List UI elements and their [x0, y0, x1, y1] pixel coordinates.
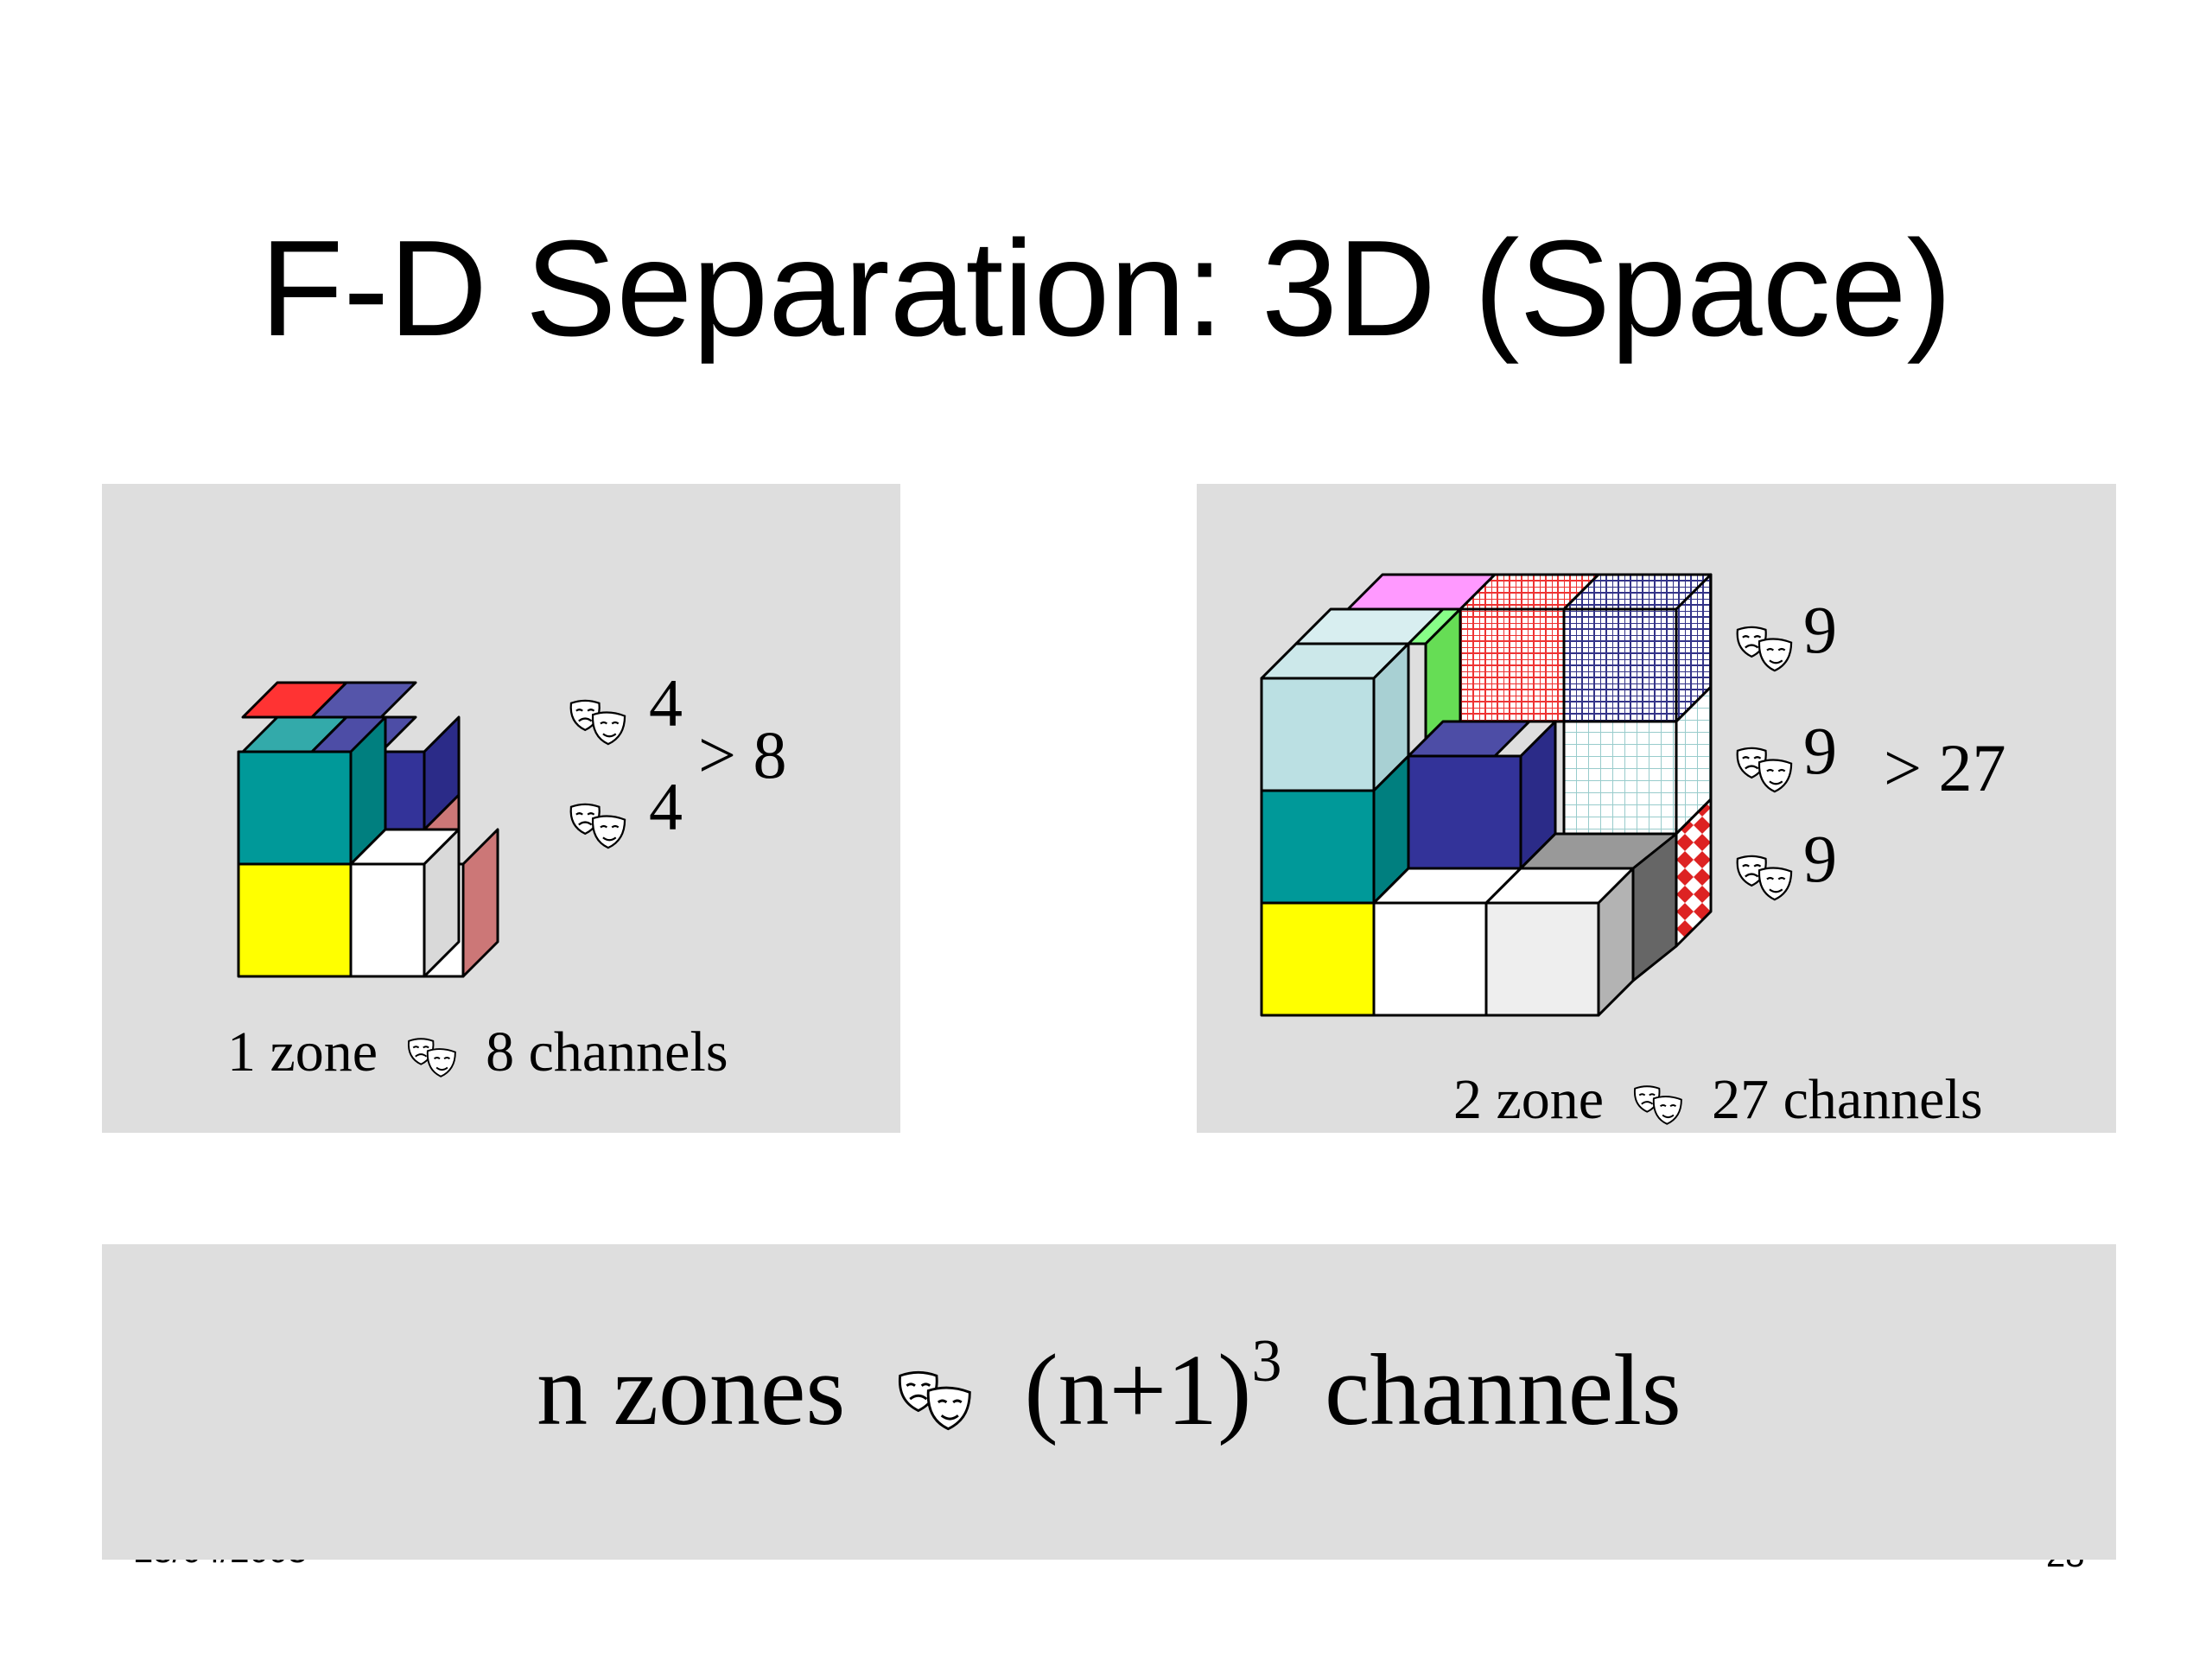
formula-right: channels: [1324, 1333, 1681, 1446]
formula-middle: (n+1): [1024, 1333, 1252, 1446]
row-2-value: 4: [649, 769, 683, 844]
row-3-value: 9: [1803, 821, 1837, 896]
row-2: 9: [1732, 717, 1837, 796]
left-caption: 1 zone 8 channels: [227, 1024, 728, 1081]
theater-masks-icon: [1732, 623, 1796, 675]
theater-masks-icon: [1630, 1083, 1686, 1128]
row-2-value: 9: [1803, 713, 1837, 788]
right-caption: 2 zone 27 channels: [1453, 1071, 1983, 1128]
formula-exponent: 3: [1251, 1327, 1282, 1395]
theater-masks-icon: [893, 1367, 976, 1434]
one-zone-panel: 4 4 > 8 1 zone 8 channels: [102, 484, 900, 1133]
theater-masks-icon: [1732, 744, 1796, 796]
three-by-three-cube-diagram: [1260, 573, 1713, 1017]
row-3: 9: [1732, 825, 1837, 904]
caption-zone: 1 zone: [227, 1020, 378, 1084]
theater-masks-icon: [566, 800, 630, 852]
caption-channels: 27 channels: [1712, 1068, 1983, 1131]
row-1: 9: [1732, 596, 1837, 675]
row-1-value: 4: [649, 665, 683, 741]
row-1-value: 9: [1803, 592, 1837, 667]
theater-masks-icon: [1732, 852, 1796, 904]
formula-panel: n zones (n+1)3 channels: [102, 1244, 2116, 1560]
two-by-two-cube-diagram: [237, 681, 499, 978]
theater-masks-icon: [566, 696, 630, 748]
row-1: 4: [566, 670, 683, 748]
theater-masks-icon: [404, 1035, 460, 1080]
two-zone-panel: 9 9 9 > 27 2 zone 27 channels: [1197, 484, 2116, 1133]
slide-title: F-D Separation: 3D (Space): [259, 213, 1953, 365]
formula-left: n zones: [537, 1333, 846, 1446]
caption-zone: 2 zone: [1453, 1068, 1605, 1131]
row-2: 4: [566, 773, 683, 852]
right-total: > 27: [1884, 730, 2006, 805]
left-total: > 8: [698, 717, 787, 792]
formula: n zones (n+1)3 channels: [102, 1331, 2116, 1441]
caption-channels: 8 channels: [486, 1020, 728, 1084]
